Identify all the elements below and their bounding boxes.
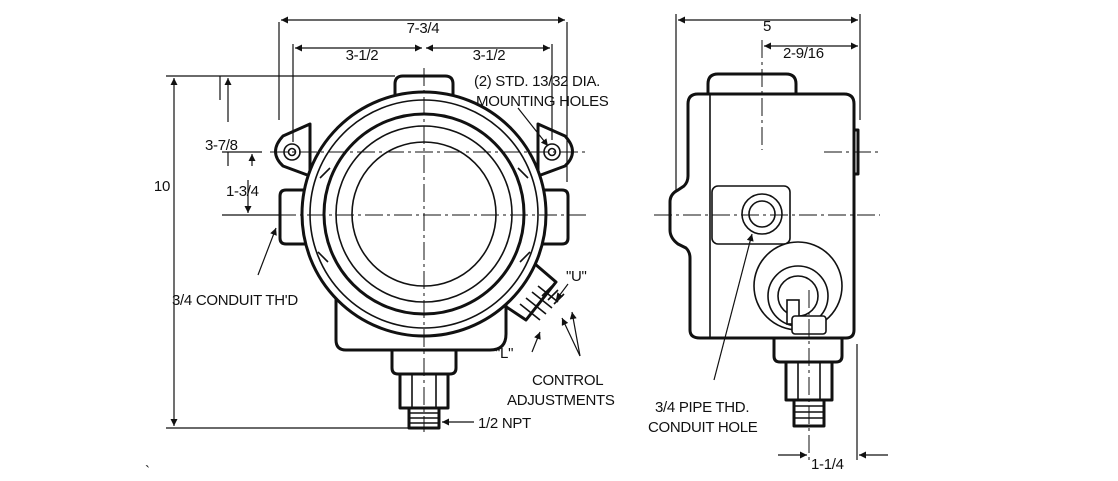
front-centerlines: [270, 68, 586, 432]
overall-width-label: 7-3/4: [407, 20, 440, 37]
side-centerlines: [654, 40, 880, 460]
lower-adjust-label: "L": [495, 345, 513, 362]
control-label-line1: CONTROL: [532, 372, 603, 389]
side-width-label: 5: [763, 18, 771, 35]
npt-label: 1/2 NPT: [478, 415, 531, 432]
mounting-holes-label-line1: (2) STD. 13/32 DIA.: [474, 73, 600, 90]
hole-height-label: 3-7/8: [205, 137, 238, 154]
side-labels: 5 2-9/16 3/4 PIPE THD. CONDUIT HOLE 1-1/…: [648, 18, 844, 473]
overall-height-label: 10: [154, 178, 170, 195]
conduit-offset-label: 1-3/4: [226, 183, 259, 200]
stray-mark: `: [145, 463, 150, 480]
side-offset-label: 2-9/16: [783, 45, 824, 62]
side-top-boss: [706, 72, 798, 98]
pipe-label-line2: CONDUIT HOLE: [648, 419, 758, 436]
fitting-offset-label: 1-1/4: [811, 456, 844, 473]
pipe-conduit-hole: [741, 193, 783, 235]
control-label-line2: ADJUSTMENTS: [507, 392, 615, 409]
side-dimensions: [675, 14, 888, 460]
conduit-thread-label: 3/4 CONDUIT TH'D: [172, 292, 298, 309]
left-mounting-ear: [274, 122, 312, 178]
mounting-holes-label-line2: MOUNTING HOLES: [476, 93, 609, 110]
pipe-label-line1: 3/4 PIPE THD.: [655, 399, 749, 416]
upper-adjust-label: "U": [566, 268, 587, 285]
side-fitting-collar: [772, 336, 844, 364]
front-dimensions: [166, 16, 581, 429]
right-spacing-label: 3-1/2: [473, 47, 506, 64]
front-labels: 7-3/4 3-1/2 3-1/2 (2) STD. 13/32 DIA. MO…: [145, 20, 615, 480]
side-view: [668, 72, 860, 428]
left-spacing-label: 3-1/2: [346, 47, 379, 64]
